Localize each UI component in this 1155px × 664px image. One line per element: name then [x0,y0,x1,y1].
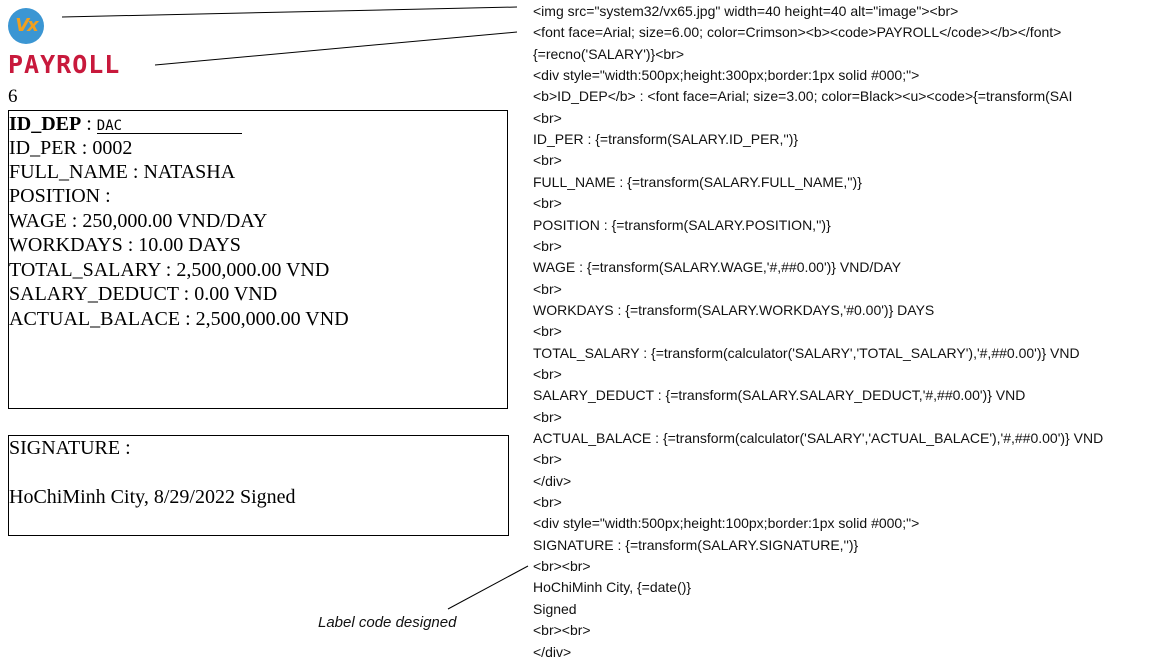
code-line: <br> [533,280,562,297]
field-label: ID_PER [9,137,77,159]
code-line: <img src="system32/vx65.jpg" width=40 he… [533,3,959,19]
code-line: <br> [533,451,562,468]
report-title: PAYROLL [8,50,121,79]
logo-text: Vx [15,15,39,36]
code-line: <br> [533,152,562,169]
code-line: Signed [533,600,577,617]
field-value: NATASHA [143,161,236,183]
field-label: WAGE [9,210,67,232]
code-line: WAGE : {=transform(SALARY.WAGE,'#,##0.00… [533,259,902,276]
code-line: </div> [533,643,572,660]
signature-box: SIGNATURE : HoChiMinh City, 8/29/2022 Si… [8,435,509,536]
field-workdays: WORKDAYS : 10.00 DAYS [9,234,241,256]
code-line: SIGNATURE : {=transform(SALARY.SIGNATURE… [533,536,859,553]
code-line: {=recno('SALARY')}<br> [533,45,685,62]
field-value: 2,500,000.00 VND [176,259,330,281]
code-line: <br> [533,109,562,126]
vx-logo-icon: Vx [8,8,44,44]
code-line: <font face=Arial; size=6.00; color=Crims… [533,24,1062,41]
field-value: 0.00 VND [194,283,278,305]
field-label: WORKDAYS [9,234,123,256]
field-label: POSITION [9,185,101,207]
field-actual-balace: ACTUAL_BALACE : 2,500,000.00 VND [9,308,349,330]
salary-details-box: ID_DEP : DAC ID_PER : 0002 FULL_NAME : N… [8,110,508,409]
code-line: WORKDAYS : {=transform(SALARY.WORKDAYS,'… [533,301,935,318]
caption-connector-line [447,565,529,610]
field-value: 250,000.00 VND/DAY [82,210,268,232]
field-position: POSITION : [9,185,111,207]
field-value: DAC [96,119,242,134]
code-line: <br><br> [533,558,591,575]
field-label: ACTUAL_BALACE [9,308,181,330]
field-value: 2,500,000.00 VND [195,308,349,330]
code-line: <br> [533,237,562,254]
field-total-salary: TOTAL_SALARY : 2,500,000.00 VND [9,259,330,281]
code-line: <br> [533,494,562,511]
code-line: <div style="width:500px;height:100px;bor… [533,515,920,532]
title-connector-line [154,31,518,66]
code-line: POSITION : {=transform(SALARY.POSITION,'… [533,216,831,233]
code-line: <div style="width:500px;height:300px;bor… [533,67,920,84]
signature-label: SIGNATURE [9,437,121,459]
field-label: SALARY_DEDUCT [9,283,179,305]
code-line: SALARY_DEDUCT : {=transform(SALARY.SALAR… [533,387,1026,404]
code-line: <br> [533,365,562,382]
signature-line: SIGNATURE : [9,437,131,459]
field-label: ID_DEP [9,113,82,135]
field-id-dep: ID_DEP : DAC [9,113,242,136]
field-wage: WAGE : 250,000.00 VND/DAY [9,210,268,232]
code-line: <br> [533,195,562,212]
record-number: 6 [8,86,18,107]
signed-line: HoChiMinh City, 8/29/2022 Signed [9,486,296,508]
code-line: HoChiMinh City, {=date()} [533,579,692,596]
code-line: <br><br> [533,622,591,639]
caption: Label code designed [318,614,457,631]
code-line: <br> [533,408,562,425]
field-full-name: FULL_NAME : NATASHA [9,161,236,183]
field-value: 10.00 DAYS [138,234,241,256]
field-value: 0002 [92,137,133,159]
logo-connector-line [61,6,518,18]
code-line: <b>ID_DEP</b> : <font face=Arial; size=3… [533,88,1073,105]
code-line: ACTUAL_BALACE : {=transform(calculator('… [533,430,1104,446]
code-line: ID_PER : {=transform(SALARY.ID_PER,'')} [533,131,799,148]
code-line: <br> [533,323,562,340]
field-label: FULL_NAME [9,161,128,183]
code-line: TOTAL_SALARY : {=transform(calculator('S… [533,344,1080,361]
field-id-per: ID_PER : 0002 [9,137,133,159]
field-label: TOTAL_SALARY [9,259,161,281]
field-salary-deduct: SALARY_DEDUCT : 0.00 VND [9,283,278,305]
code-line: </div> [533,472,572,489]
code-line: FULL_NAME : {=transform(SALARY.FULL_NAME… [533,173,862,190]
